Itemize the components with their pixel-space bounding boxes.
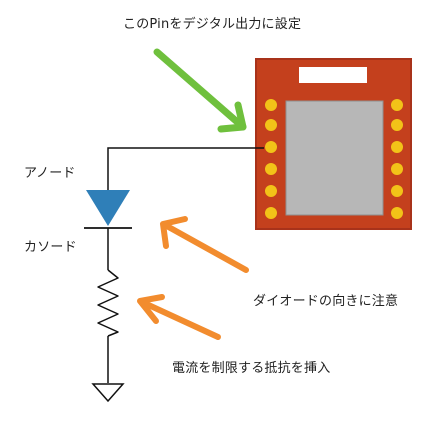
microcontroller-board [255,58,412,230]
pin [265,163,277,175]
pin [265,207,277,219]
cathode-label: カソード [24,240,77,255]
diode-note-label: ダイオードの向きに注意 [253,294,399,309]
pin [265,141,277,153]
circuit-wires [97,147,264,383]
top-note-label: このPinをデジタル出力に設定 [123,17,302,32]
ground-icon [91,383,125,403]
pin [391,207,403,219]
chip [285,100,384,216]
pin [391,99,403,111]
resistor-note-label: 電流を制限する抵抗を挿入 [172,361,331,376]
diode [84,190,132,229]
anode-label: アノード [24,166,76,181]
pin [391,163,403,175]
green-arrow-icon [153,48,247,133]
pin [391,119,403,131]
pins-right [391,99,403,219]
orange-arrow-resistor-icon [137,294,221,340]
pins-left [265,99,277,219]
pin [391,185,403,197]
orange-arrow-diode-icon [160,216,249,273]
diode-triangle [86,190,130,226]
wire-pin-to-anode [107,147,264,190]
pin [265,119,277,131]
pin [265,185,277,197]
pin [265,99,277,111]
pin [391,141,403,153]
board-label-area [299,67,367,83]
resistor [97,269,119,337]
